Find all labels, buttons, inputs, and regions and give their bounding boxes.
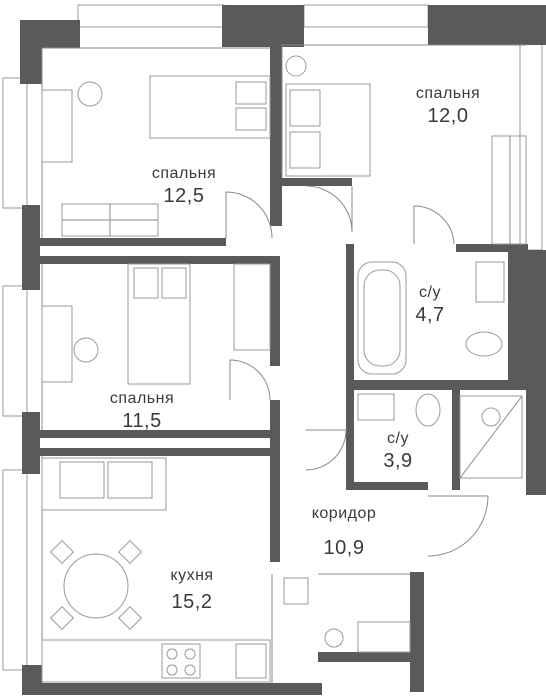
window-left-2: [2, 285, 28, 417]
toilet: [415, 393, 441, 427]
bedroom-3-area: 11,5: [122, 410, 161, 432]
bathroom-2-area: 3,9: [383, 450, 412, 472]
sink: [235, 643, 267, 679]
sink: [475, 261, 505, 303]
bed: [127, 263, 191, 385]
window-top-right: [303, 4, 429, 28]
kitchen-name: кухня: [170, 567, 213, 584]
window-top-left: [77, 4, 225, 28]
corridor-area: 10,9: [324, 537, 365, 559]
door-bedroom-1: [305, 185, 353, 233]
bathroom-2-name: с/у: [387, 430, 409, 447]
bathroom-1-area: 4,7: [415, 304, 444, 326]
chair: [73, 337, 99, 363]
window-right: [519, 39, 543, 251]
sofa: [41, 457, 167, 511]
shower: [459, 395, 523, 479]
bathroom-1-furniture: [357, 261, 505, 375]
wardrobe: [233, 263, 271, 351]
bedroom-1-furniture: [285, 55, 527, 245]
corridor-name: коридор: [312, 505, 377, 522]
bedroom-3-name: спальня: [110, 390, 174, 407]
bed: [149, 75, 271, 139]
closet: [357, 621, 411, 653]
stove: [161, 643, 201, 679]
washer: [324, 628, 344, 648]
bed: [285, 83, 371, 177]
walls: [20, 5, 546, 695]
window-left-1: [2, 77, 28, 209]
desk: [41, 89, 73, 163]
corridor-furniture: [283, 577, 411, 653]
bedroom-3-furniture: [41, 263, 271, 385]
door-bedroom-2: [225, 191, 273, 239]
wardrobe: [491, 135, 527, 245]
door-bathroom-1: [413, 205, 455, 245]
lamp: [285, 55, 307, 77]
bedroom-1-area: 12,0: [428, 105, 469, 127]
bedroom-2-name: спальня: [152, 165, 216, 182]
kitchen-counter: [41, 639, 271, 683]
chair: [77, 81, 103, 107]
bedroom-2-area: 12,5: [164, 185, 205, 207]
door-bedroom-3: [229, 359, 271, 401]
kitchen-area: 15,2: [172, 591, 213, 613]
bathroom-2-furniture: [357, 393, 523, 479]
window-left-3: [2, 469, 28, 671]
door-bathroom-2: [305, 429, 347, 471]
partitions: [41, 44, 526, 683]
bedroom-1-name: спальня: [416, 85, 480, 102]
desk: [41, 305, 73, 383]
bathtub: [357, 261, 407, 375]
dining-table: [63, 553, 129, 619]
toilet: [465, 331, 503, 357]
door-entrance: [427, 495, 489, 557]
sink: [357, 393, 395, 421]
bathroom-1-name: с/у: [419, 284, 441, 301]
room-labels: спальня 12,0 спальня 12,5 с/у 4,7 спальн…: [110, 85, 480, 613]
doors: [225, 185, 489, 557]
kitchen-furniture: [41, 457, 271, 683]
bedroom-2-furniture: [41, 75, 271, 237]
